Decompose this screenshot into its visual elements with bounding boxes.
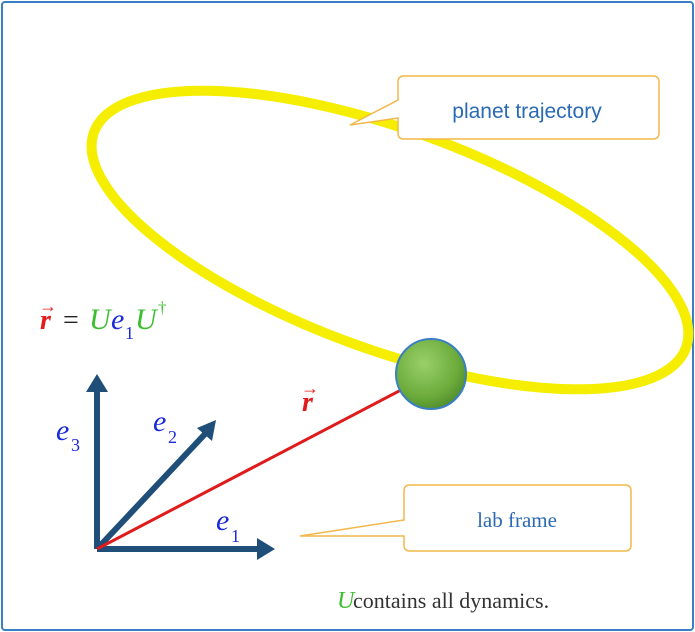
e2-arrowhead	[197, 420, 216, 441]
equation-U-dagger: U	[135, 303, 159, 336]
equation-r: r	[40, 305, 52, 336]
basis-labels: e 3 e 2 e 1 → r	[56, 378, 319, 546]
trajectory-callout-label: planet trajectory	[452, 100, 602, 123]
lab-frame-axes	[86, 374, 275, 560]
equation-e: e	[111, 303, 124, 336]
equation-U: U	[89, 303, 113, 336]
e3-label-subscript: 3	[71, 435, 80, 455]
frame-callout-label: lab frame	[477, 508, 557, 532]
e3-label: e	[56, 414, 69, 447]
r-label-arrow: →	[301, 378, 319, 398]
planet	[395, 338, 467, 410]
equation-r-arrow: →	[39, 296, 57, 316]
e1-label-subscript: 1	[231, 526, 240, 546]
equation-dagger: †	[158, 298, 167, 317]
r-vector	[96, 376, 425, 551]
e1-arrowhead	[257, 538, 275, 560]
caption-U: U	[337, 588, 356, 614]
e1-label: e	[216, 504, 229, 537]
e2-label: e	[153, 405, 166, 438]
equation-equals: =	[63, 305, 79, 336]
e2-label-subscript: 2	[168, 427, 177, 447]
r-label: r	[302, 387, 314, 418]
frame-callout-box	[299, 484, 632, 552]
caption: U contains all dynamics.	[337, 588, 549, 614]
equation-e-subscript: 1	[125, 323, 134, 343]
rotor-equation: → r = U e 1 U †	[39, 296, 167, 343]
e2-axis	[94, 431, 208, 552]
trajectory-callout-box	[349, 75, 660, 140]
caption-text: contains all dynamics.	[353, 588, 549, 613]
e3-arrowhead	[86, 374, 108, 392]
